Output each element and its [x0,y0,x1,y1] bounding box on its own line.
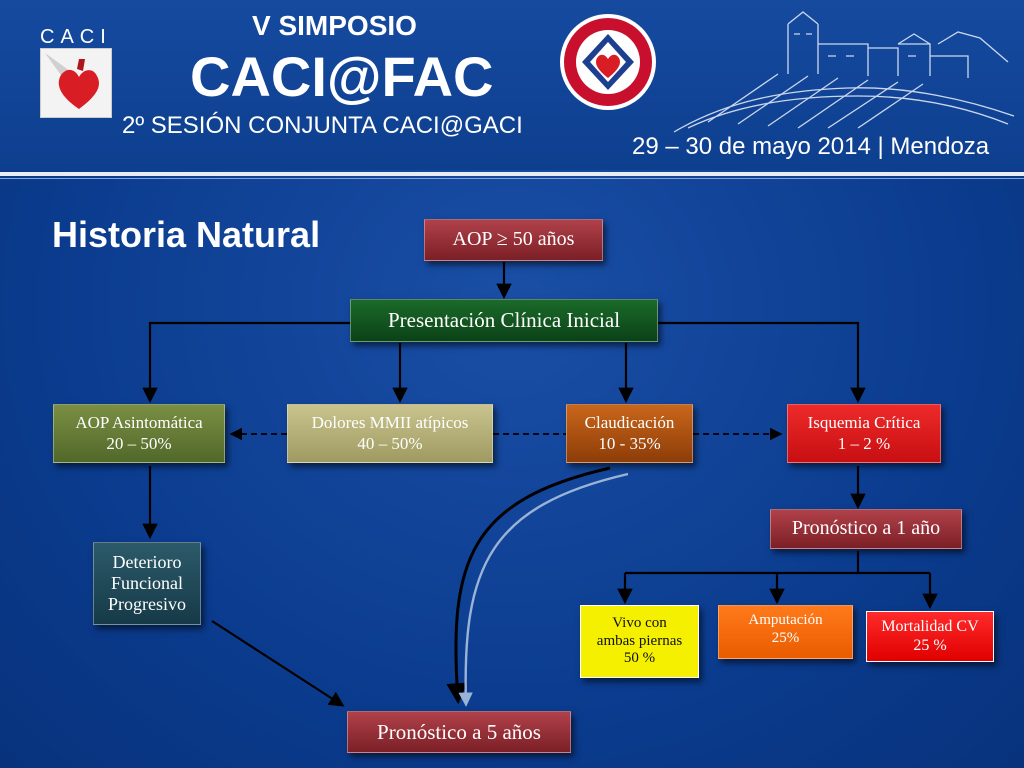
node-value: 1 – 2 % [837,433,891,453]
presentacion-clinica-box: Presentación Clínica Inicial [350,299,658,342]
fac-seal-logo [558,12,658,117]
node-value: 25 % [913,636,947,654]
vivo-ambas-piernas-box: Vivo con ambas piernas 50 % [580,605,699,678]
node-label: Presentación Clínica Inicial [387,308,621,333]
arrow-deterioro-to-pronostico5 [211,620,345,707]
node-label: Funcional [111,572,183,593]
castle-landscape-illustration [668,4,1018,141]
curve-claud-to-pronostico5 [446,466,611,705]
node-label: ambas piernas [596,632,683,649]
claudicacion-box: Claudicación 10 - 35% [566,404,693,463]
aop-age-box: AOP ≥ 50 años [424,219,603,261]
node-value: 50 % [623,650,656,667]
node-label: Amputación [748,612,823,628]
pronostico-5-anos-box: Pronóstico a 5 años [347,711,571,753]
mortalidad-cv-box: Mortalidad CV 25 % [866,611,994,662]
node-value: 10 - 35% [598,433,661,453]
caci-heart-logo [40,48,112,118]
slide-title: Historia Natural [52,214,321,255]
node-label: AOP ≥ 50 años [452,228,575,251]
node-label: Mortalidad CV [881,617,979,635]
node-label: Vivo con [612,614,667,631]
isquemia-critica-box: Isquemia Crítica 1 – 2 % [787,404,941,463]
node-label: AOP Asintomática [75,413,203,433]
curve-claud-to-pronostico5-highlight [458,472,629,707]
node-value: 25% [771,629,800,646]
node-label: Claudicación [584,413,675,433]
node-label: Pronóstico a 5 años [377,719,541,744]
node-label: Isquemia Crítica [807,413,921,433]
caci-brand-text: CACI [40,26,112,48]
symposium-edition: V SIMPOSIO [252,10,417,41]
header-divider-thin [0,178,1024,179]
node-label: Pronóstico a 1 año [791,517,941,540]
session-subtitle: 2º SESIÓN CONJUNTA CACI@GACI [122,112,523,139]
symposium-name: CACI@FAC [190,45,494,108]
deterioro-funcional-box: Deterioro Funcional Progresivo [93,542,201,625]
conference-header: CACI V SIMPOSIO CACI@FAC 2º SESIÓN CONJU… [0,0,1024,170]
node-label: Dolores MMII atípicos [311,413,469,433]
aop-asintomatica-box: AOP Asintomática 20 – 50% [53,404,225,463]
node-label: Progresivo [108,594,186,615]
pronostico-1-ano-box: Pronóstico a 1 año [770,509,962,549]
node-value: 40 – 50% [357,433,423,453]
branch-to-isquemia [658,321,866,404]
node-value: 20 – 50% [106,433,172,453]
dolores-mmii-box: Dolores MMII atípicos 40 – 50% [287,404,493,463]
event-dates-location: 29 – 30 de mayo 2014 | Mendoza [632,133,990,160]
node-label: Deterioro [112,551,182,572]
amputacion-box: Amputación 25% [718,605,853,659]
branch-to-asintomatica [142,321,350,404]
header-divider [0,172,1024,176]
